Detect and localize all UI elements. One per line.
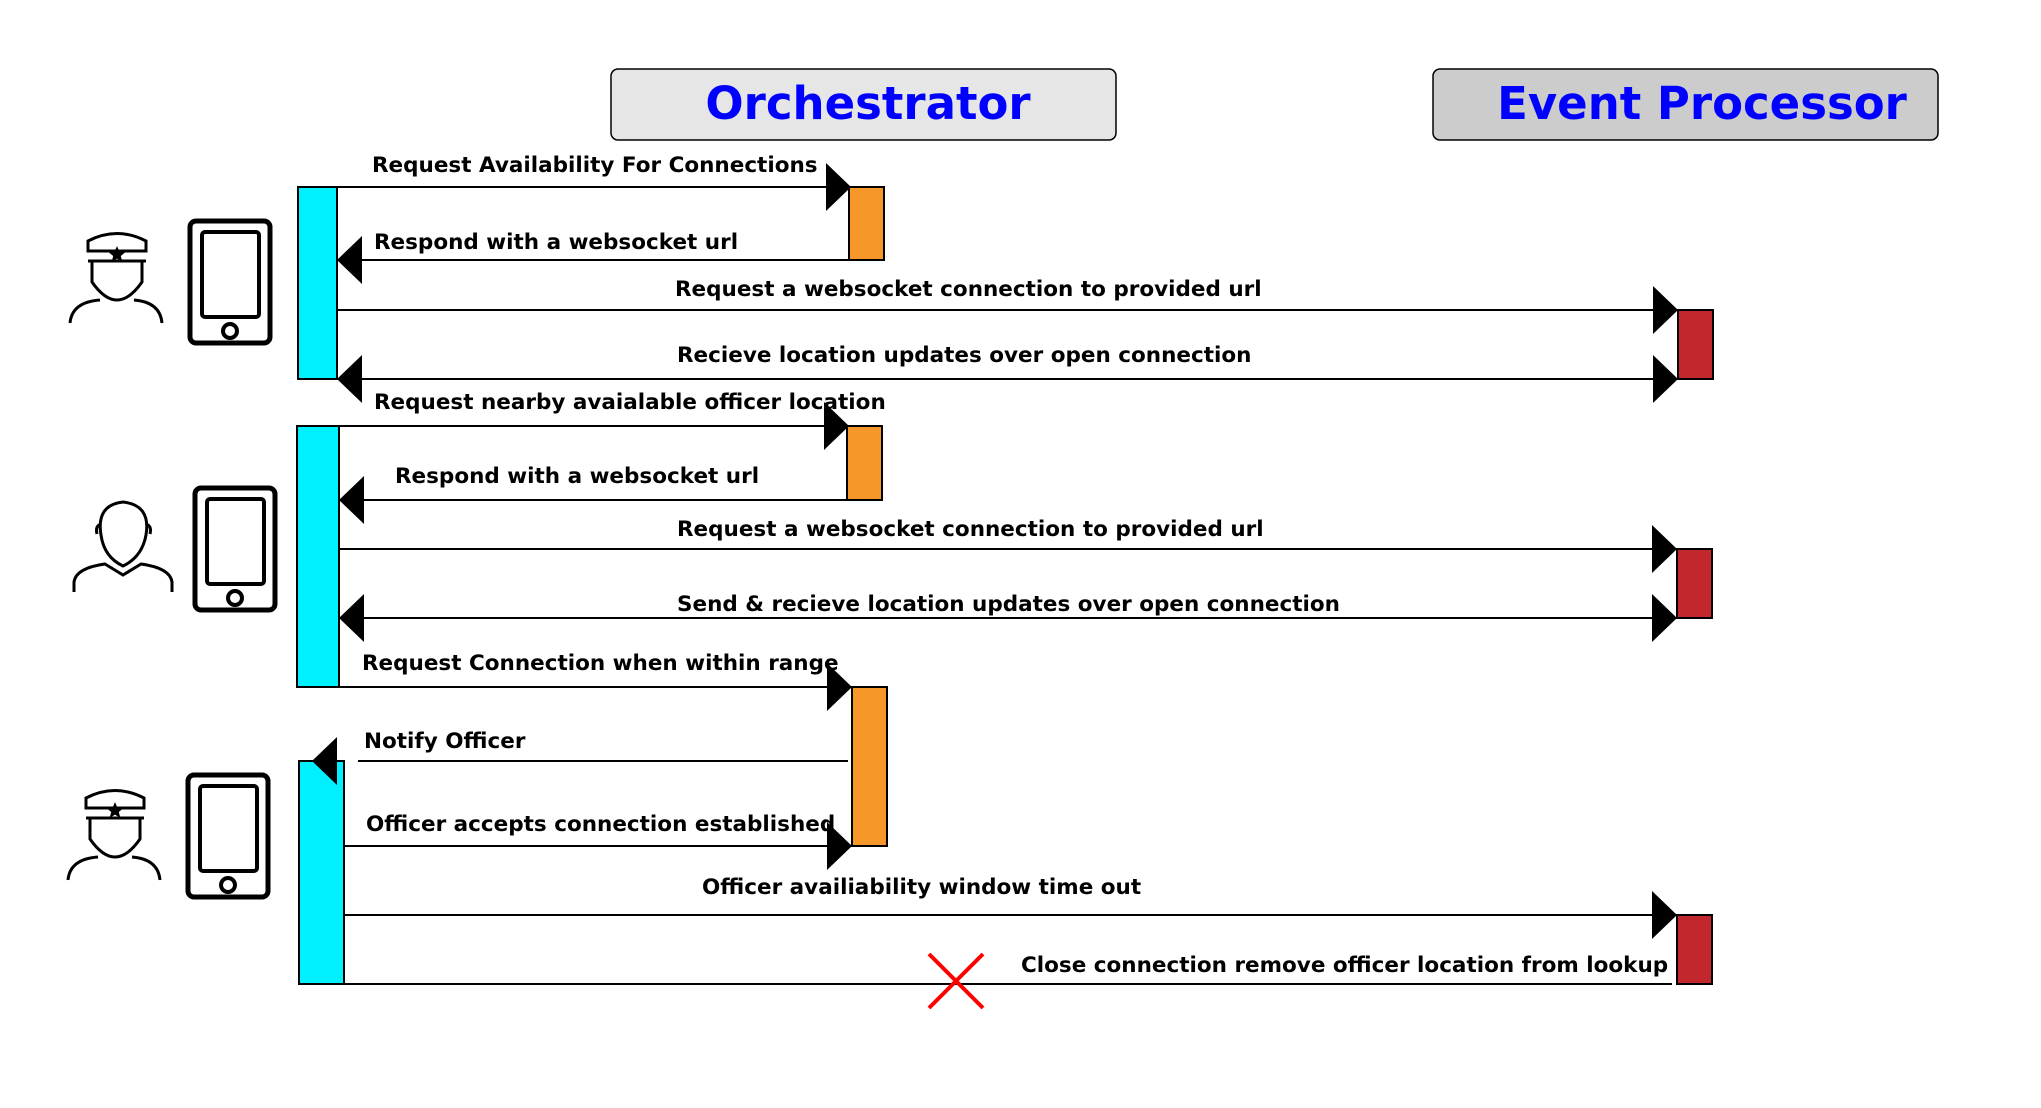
client-activation-3	[298, 760, 345, 985]
arrow-head-left	[339, 594, 364, 642]
arrow-head-right	[1653, 355, 1678, 403]
message-label: Request Connection when within range	[362, 651, 839, 676]
arrow-head-right	[827, 663, 852, 711]
message-labels: Request Availability For Connections Res…	[362, 153, 1668, 978]
arrow-head-right	[826, 163, 851, 211]
participant-orchestrator[interactable]: Orchestrator	[610, 68, 1117, 141]
client-activation-1	[297, 186, 338, 380]
participant-event-processor[interactable]: Event Processor	[1432, 68, 1939, 141]
client-activation-2	[296, 425, 340, 688]
message-label: Request nearby avaialable officer locati…	[374, 390, 886, 415]
user-icon	[72, 500, 174, 592]
message-label: Send & recieve location updates over ope…	[677, 592, 1340, 617]
activation-bars	[296, 186, 1714, 985]
orchestrator-activation-3	[851, 686, 888, 847]
police-officer-icon	[68, 232, 164, 324]
arrow-head-right	[1652, 891, 1677, 939]
orchestrator-activation-2	[846, 425, 883, 501]
event-processor-header-box	[1432, 68, 1939, 141]
police-officer-icon	[66, 789, 162, 881]
arrow-head-right	[827, 822, 852, 870]
orchestrator-header-box	[610, 68, 1117, 141]
actor-user-2	[72, 485, 278, 613]
message-label: Recieve location updates over open conne…	[677, 343, 1251, 368]
arrow-head-left	[337, 355, 362, 403]
event-processor-title: Event Processor	[1497, 77, 1908, 130]
message-label: Respond with a websocket url	[395, 464, 759, 489]
arrow-head-left	[339, 476, 364, 524]
orchestrator-activation-1	[848, 186, 885, 261]
message-label: Respond with a websocket url	[374, 230, 738, 255]
message-label: Close connection remove officer location…	[1021, 953, 1668, 978]
smartphone-icon	[192, 485, 278, 613]
arrow-head-right	[1653, 286, 1678, 334]
smartphone-icon	[187, 218, 273, 346]
event-processor-activation-1	[1677, 309, 1714, 380]
orchestrator-title: Orchestrator	[705, 77, 1031, 130]
event-processor-activation-3	[1676, 914, 1713, 985]
arrow-head-right	[824, 402, 849, 450]
message-label: Notify Officer	[364, 729, 526, 754]
arrow-heads	[312, 163, 1678, 939]
arrow-head-right	[1652, 594, 1677, 642]
message-label: Request a websocket connection to provid…	[675, 277, 1262, 302]
message-label: Officer accepts connection established	[366, 812, 835, 837]
arrow-head-right	[1652, 525, 1677, 573]
smartphone-icon	[185, 772, 271, 900]
event-processor-activation-2	[1676, 548, 1713, 619]
cancel-x-icon	[927, 952, 985, 1010]
actor-officer-1	[68, 218, 273, 346]
message-lines	[337, 186, 1672, 985]
message-label: Request a websocket connection to provid…	[677, 517, 1264, 542]
actor-officer-3	[66, 772, 271, 900]
message-label: Request Availability For Connections	[372, 153, 818, 178]
arrow-head-left	[337, 236, 362, 284]
message-label: Officer availiability window time out	[702, 875, 1141, 900]
arrow-head-left	[312, 737, 337, 785]
